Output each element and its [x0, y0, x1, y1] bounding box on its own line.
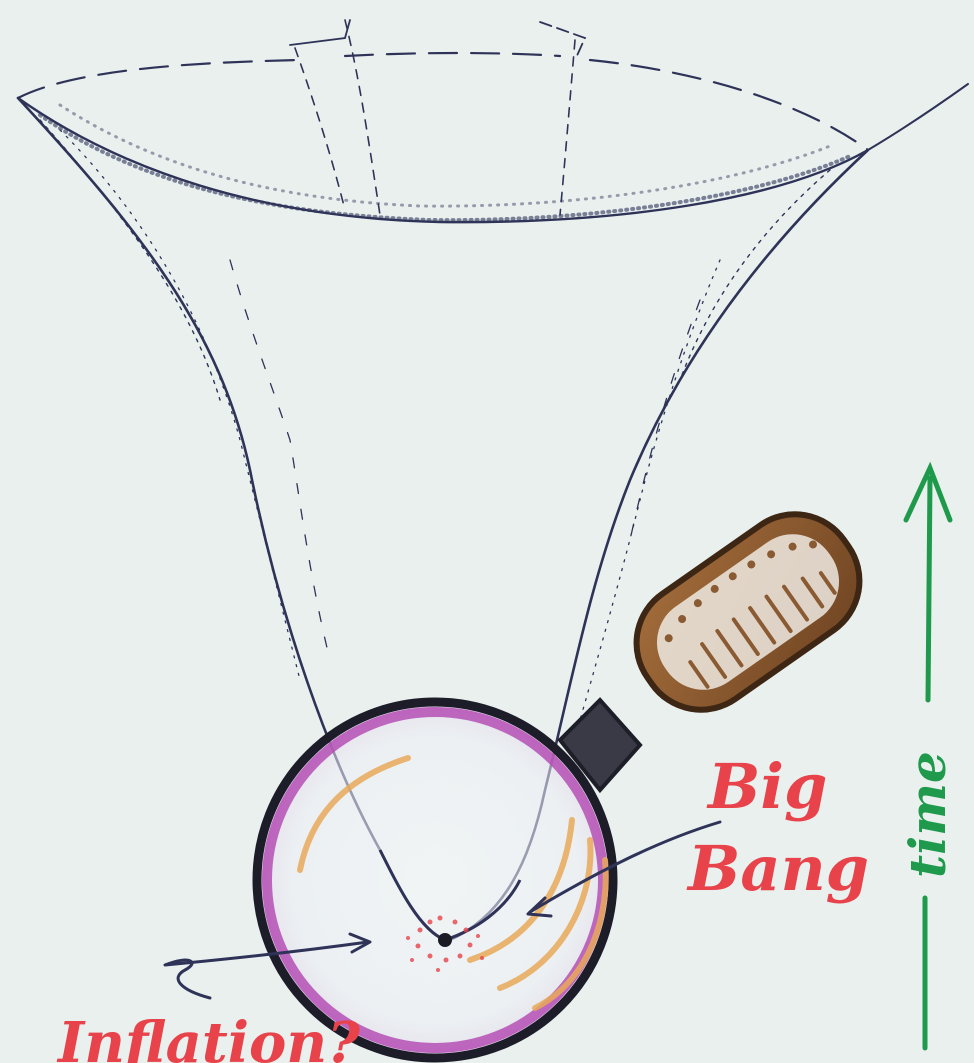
label-time: time — [898, 751, 957, 878]
label-big: Big — [706, 750, 827, 823]
label-bang: Bang — [686, 832, 869, 905]
label-inflation: Inflation? — [56, 1010, 361, 1063]
time-arrow-upper-shaft — [928, 478, 930, 700]
